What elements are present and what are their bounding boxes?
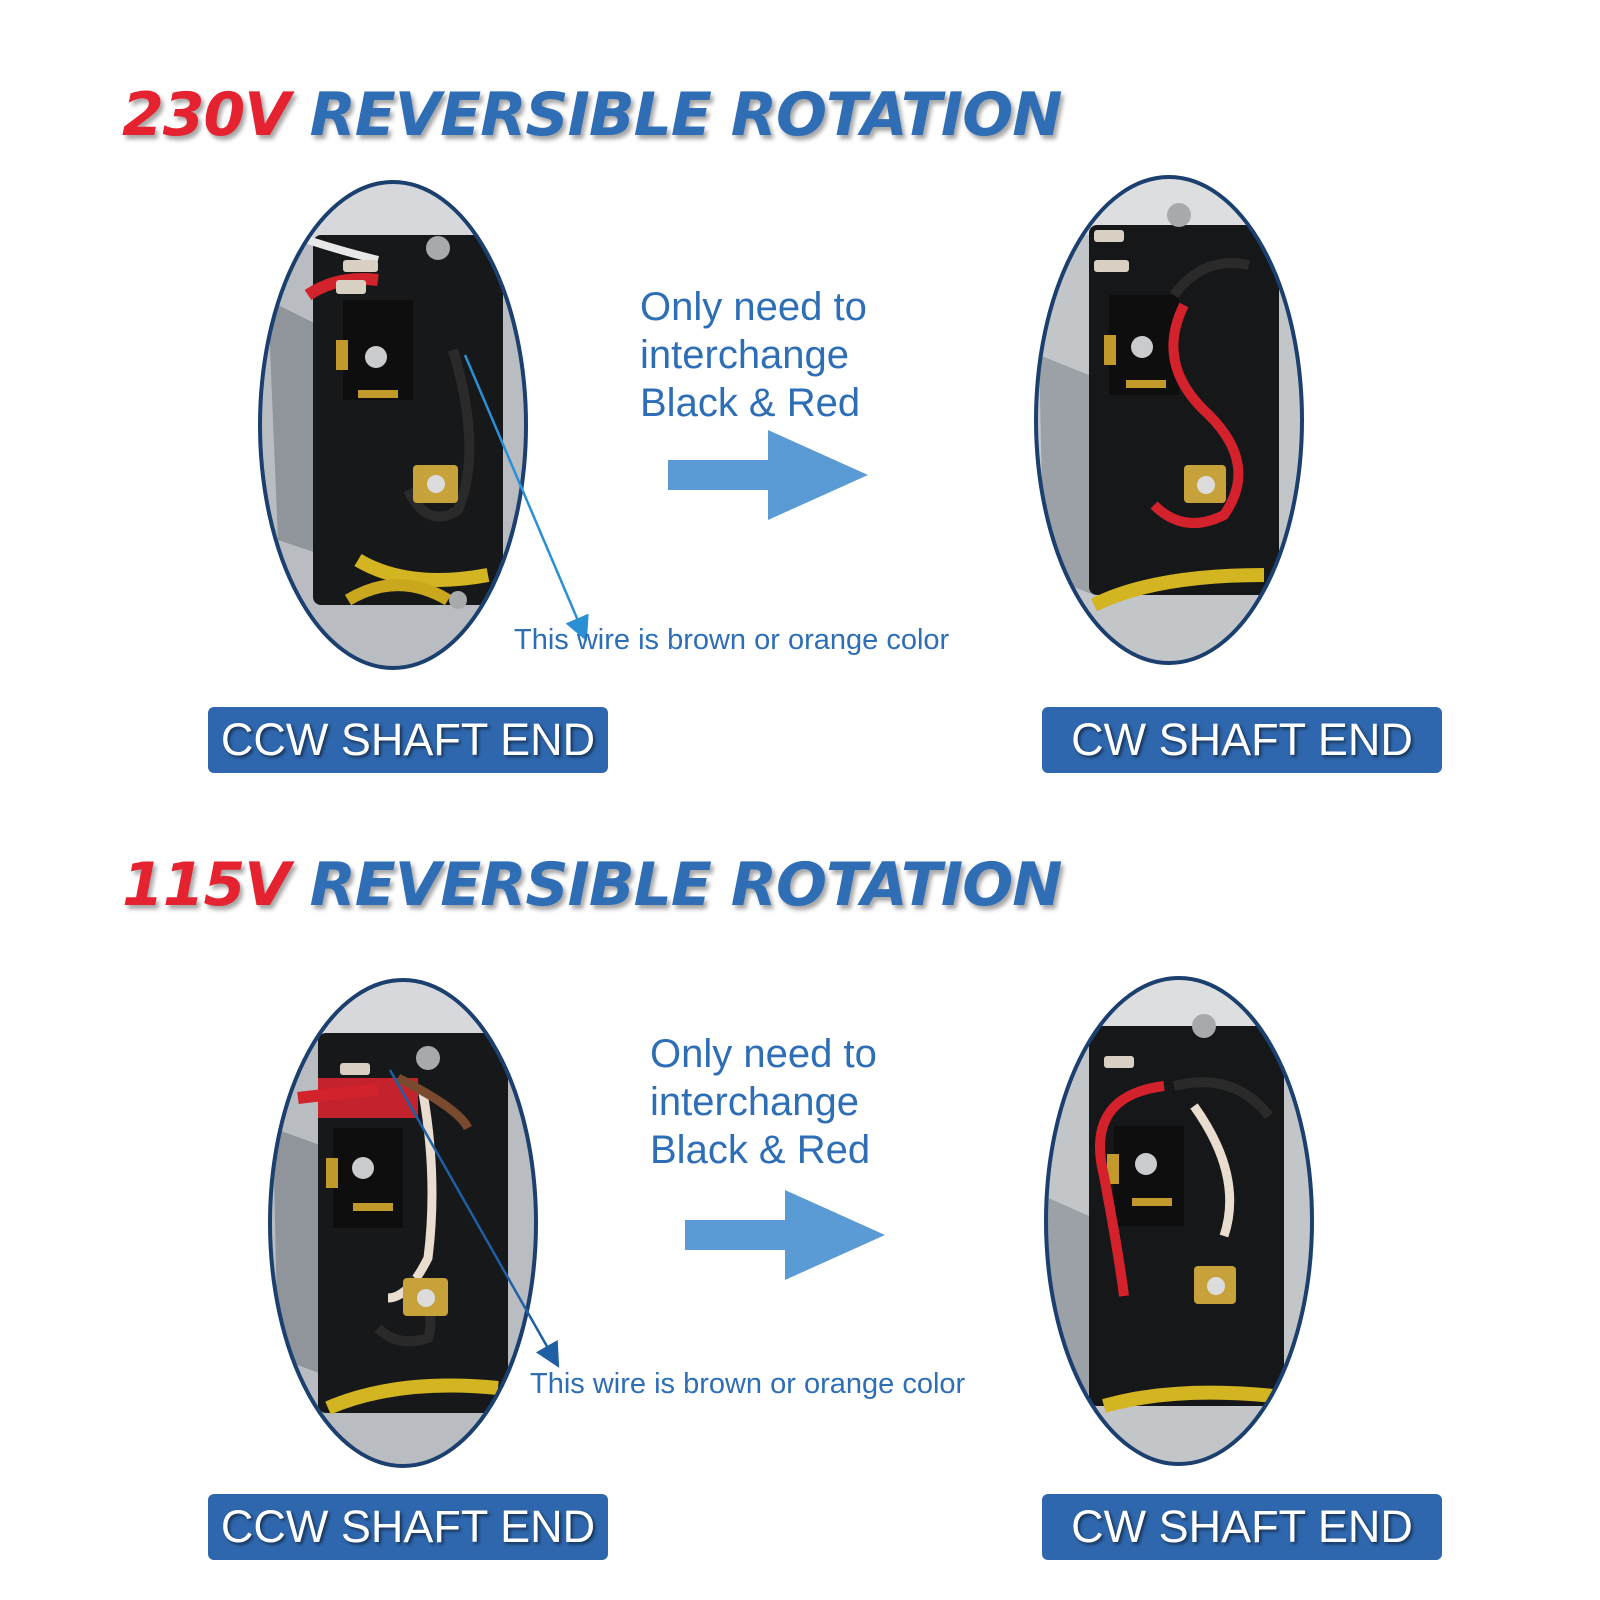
- note-line: Black & Red: [640, 381, 861, 425]
- note-line: interchange: [650, 1080, 860, 1124]
- right-arrow-icon: [685, 1190, 885, 1280]
- heading-title: REVERSIBLE ROTATION: [309, 850, 1063, 920]
- cw-wiring-photo: [1034, 175, 1304, 665]
- ccw-shaft-end-label: CCW SHAFT END: [208, 707, 608, 773]
- ccw-wiring-illustration: [258, 180, 528, 670]
- ccw-shaft-end-label: CCW SHAFT END: [208, 1494, 608, 1560]
- section-230v: 230V REVERSIBLE ROTATION: [122, 80, 1442, 773]
- note-line: interchange: [640, 333, 850, 377]
- note-line: Only need to: [650, 1032, 877, 1076]
- wire-color-callout: This wire is brown or orange color: [514, 624, 950, 656]
- interchange-note: Only need to interchange Black & Red: [650, 1030, 877, 1174]
- wire-color-callout: This wire is brown or orange color: [530, 1368, 966, 1400]
- heading-title: REVERSIBLE ROTATION: [309, 80, 1063, 150]
- ccw-wiring-photo: [258, 180, 528, 670]
- cw-wiring-illustration: [1034, 175, 1304, 665]
- ccw-wiring-illustration: [268, 978, 538, 1468]
- section-heading: 230V REVERSIBLE ROTATION: [122, 80, 1063, 150]
- voltage-label: 115V: [122, 850, 291, 920]
- cw-shaft-end-label: CW SHAFT END: [1042, 1494, 1442, 1560]
- interchange-note: Only need to interchange Black & Red: [640, 283, 867, 427]
- ccw-wiring-photo: [268, 978, 538, 1468]
- cw-wiring-illustration: [1044, 976, 1314, 1466]
- voltage-label: 230V: [122, 80, 291, 150]
- cw-shaft-end-label: CW SHAFT END: [1042, 707, 1442, 773]
- callout-pointer-icon: [463, 354, 589, 642]
- note-line: Black & Red: [650, 1128, 871, 1172]
- section-115v: 115V REVERSIBLE ROTATION: [0, 770, 1600, 1570]
- cw-wiring-photo: [1044, 976, 1314, 1466]
- section-heading: 115V REVERSIBLE ROTATION: [122, 850, 1063, 920]
- note-line: Only need to: [640, 285, 867, 329]
- callout-pointer-icon: [388, 1069, 560, 1368]
- right-arrow-icon: [668, 430, 868, 520]
